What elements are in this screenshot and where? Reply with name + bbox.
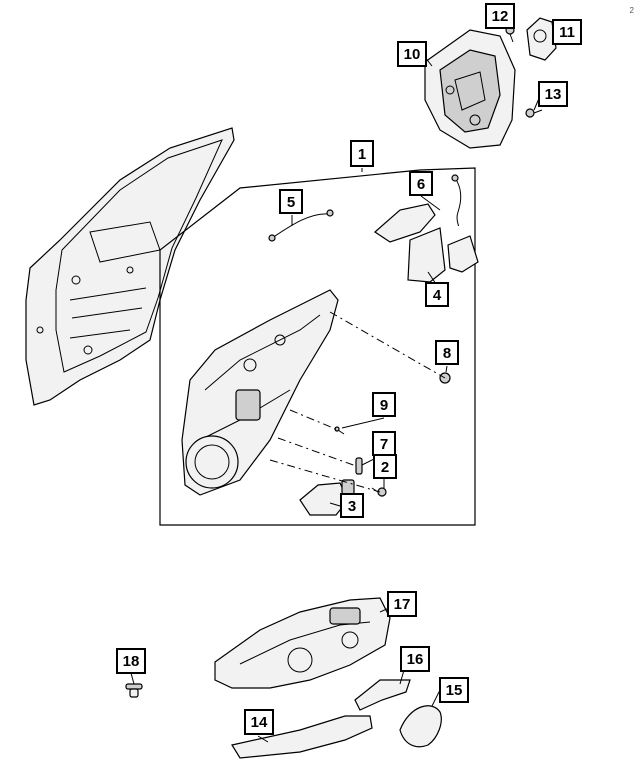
latch-assembly: [424, 29, 516, 149]
callout-4: 4: [425, 282, 449, 307]
svg-text:4: 4: [433, 287, 442, 304]
svg-text:2: 2: [381, 459, 389, 476]
window-regulator: [181, 289, 339, 496]
callout-12: 12: [485, 3, 515, 29]
callout-2: 2: [373, 454, 397, 479]
callout-1: 1: [350, 140, 374, 167]
callout-17: 17: [387, 591, 417, 617]
callout-15: 15: [439, 677, 469, 703]
callout-7: 7: [372, 431, 396, 456]
callout-5: 5: [279, 189, 303, 214]
callout-9: 9: [372, 392, 396, 417]
callout-13: 13: [538, 81, 568, 107]
callout-14: 14: [244, 709, 274, 735]
interior-handle: [374, 203, 479, 283]
svg-text:14: 14: [251, 714, 268, 731]
cap: [399, 705, 442, 748]
callout-8: 8: [435, 340, 459, 365]
screw-13: [525, 108, 543, 118]
dashed-leaders: [269, 311, 446, 493]
callout-18: 18: [116, 648, 146, 674]
svg-text:12: 12: [492, 8, 509, 25]
plug: [125, 683, 143, 698]
spring-7: [355, 457, 363, 475]
svg-text:1: 1: [358, 146, 366, 163]
svg-text:5: 5: [287, 194, 295, 211]
rod: [451, 174, 462, 227]
svg-text:11: 11: [559, 24, 575, 41]
cable: [268, 209, 334, 242]
assembly-frame: [159, 167, 476, 526]
svg-text:15: 15: [446, 682, 463, 699]
striker: [526, 17, 557, 61]
corner-mark: 2: [629, 6, 634, 15]
svg-text:18: 18: [123, 653, 140, 670]
door-shell: [25, 127, 235, 406]
callout-3: 3: [340, 493, 364, 518]
svg-text:7: 7: [380, 436, 388, 453]
svg-text:13: 13: [545, 86, 562, 103]
callout-6: 6: [409, 171, 433, 196]
svg-text:17: 17: [394, 596, 411, 613]
svg-text:16: 16: [407, 651, 424, 668]
bolt-2: [371, 487, 387, 497]
exterior-handle: [231, 715, 373, 759]
callout-11: 11: [552, 19, 582, 45]
svg-text:10: 10: [404, 46, 421, 63]
handle-bracket: [214, 597, 391, 689]
fastener-9: [334, 426, 345, 435]
svg-text:9: 9: [380, 397, 388, 414]
svg-text:8: 8: [443, 345, 451, 362]
svg-text:3: 3: [348, 498, 356, 515]
callout-16: 16: [400, 646, 430, 672]
gasket: [354, 679, 411, 711]
svg-text:6: 6: [417, 176, 425, 193]
callout-10: 10: [397, 41, 427, 67]
